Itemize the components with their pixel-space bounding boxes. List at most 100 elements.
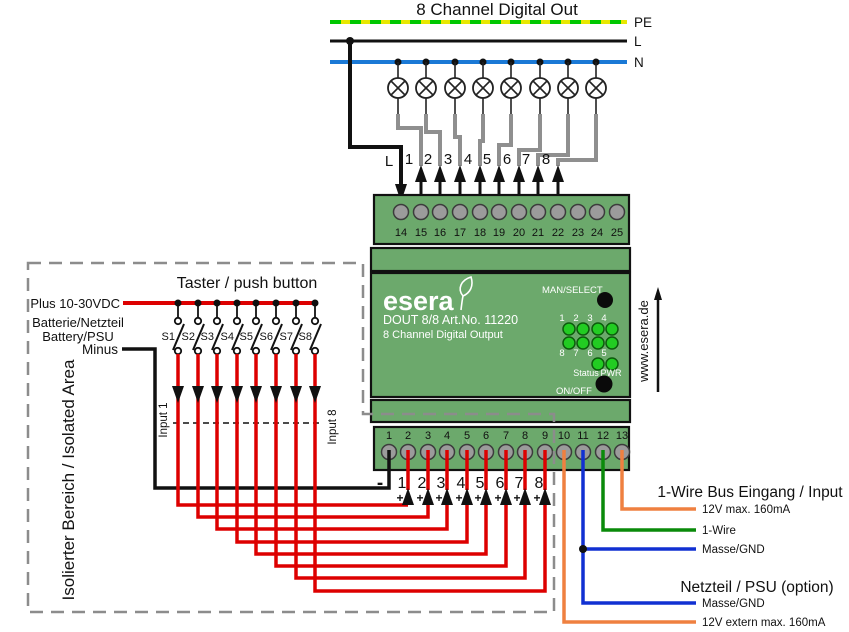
svg-text:+: + [494, 491, 501, 505]
battery-en-label: Battery/PSU [42, 329, 114, 344]
input-wire [254, 354, 488, 556]
psu-heading: Netzteil / PSU (option) [680, 579, 833, 596]
svg-text:S2: S2 [182, 331, 195, 343]
top-arrows: L 1 2 3 4 5 6 7 8 [348, 41, 564, 208]
minus-label: Minus [82, 342, 118, 357]
onewire-12v-wire [620, 450, 696, 511]
lamps [387, 58, 607, 114]
led [576, 336, 590, 350]
svg-text:9: 9 [542, 430, 548, 442]
led [576, 322, 590, 336]
svg-text:S7: S7 [280, 331, 293, 343]
output-wire [517, 114, 542, 166]
svg-text:21: 21 [532, 227, 544, 239]
input8-label: Input 8 [327, 409, 339, 444]
input-wire [196, 354, 430, 519]
led [591, 322, 605, 336]
l-label: L [634, 34, 642, 49]
svg-text:3: 3 [587, 313, 592, 324]
svg-text:12: 12 [597, 430, 609, 442]
pwr-label: PWR [601, 368, 622, 378]
lamp [557, 58, 579, 114]
switch-labels: S1 S2 S3 S4 S5 S6 S7 S8 [162, 331, 312, 343]
svg-text:2: 2 [573, 313, 578, 324]
esera-module: 14 15 16 17 18 19 20 21 22 23 24 25 eser… [369, 193, 632, 472]
svg-text:19: 19 [493, 227, 505, 239]
svg-text:S6: S6 [260, 331, 273, 343]
lamp [472, 58, 494, 114]
man-select-button [597, 292, 613, 308]
onewire-12v-label: 12V max. 160mA [702, 504, 791, 516]
gnd-junction-dot [579, 545, 587, 553]
switch [270, 299, 283, 356]
brand-logo: esera [383, 286, 455, 316]
bottom-channel-labels: - 1 2 3 4 5 6 7 8 + + + + + + + + [377, 473, 544, 505]
svg-text:8: 8 [535, 475, 544, 492]
on-off-label: ON/OFF [556, 386, 592, 397]
onewire-heading: 1-Wire Bus Eingang / Input [657, 484, 843, 501]
svg-text:+: + [513, 491, 520, 505]
svg-text:8: 8 [559, 348, 564, 359]
pe-label: PE [634, 15, 652, 30]
isolated-area: Isolierter Bereich / Isolated Area Taste… [26, 261, 556, 614]
channel-label: 3 [444, 151, 452, 168]
switch [250, 299, 263, 356]
website-note: www.esera.de [636, 287, 662, 392]
led [605, 336, 619, 350]
lamp [415, 58, 437, 114]
channel-label: 5 [483, 151, 491, 168]
diagram-title: 8 Channel Digital Out [416, 0, 578, 19]
bus-io-labels: 1-Wire Bus Eingang / Input 12V max. 160m… [657, 484, 843, 629]
svg-text:16: 16 [434, 227, 446, 239]
switch [211, 299, 224, 356]
svg-text:S5: S5 [240, 331, 253, 343]
output-wires [396, 114, 598, 166]
svg-text:22: 22 [552, 227, 564, 239]
subtitle-label: 8 Channel Digital Output [383, 329, 503, 341]
svg-text:7: 7 [503, 430, 509, 442]
input-wire [215, 354, 449, 531]
top-terminal-numbers: 14 15 16 17 18 19 20 21 22 23 24 25 [395, 227, 623, 239]
input-wires [176, 354, 547, 593]
isolated-area-label: Isolierter Bereich / Isolated Area [59, 359, 78, 601]
led [591, 336, 605, 350]
wire-direction-arrows [172, 386, 551, 505]
arrow-up-icon [654, 287, 662, 300]
arrow-down-icon [395, 184, 407, 202]
channel-label: 6 [503, 151, 511, 168]
svg-text:1: 1 [559, 313, 564, 324]
svg-text:2: 2 [405, 430, 411, 442]
led [562, 322, 576, 336]
svg-text:10: 10 [558, 430, 570, 442]
svg-text:3: 3 [437, 475, 446, 492]
svg-text:23: 23 [572, 227, 584, 239]
svg-text:17: 17 [454, 227, 466, 239]
bottom-terminal-row [380, 443, 631, 461]
psu-12v-label: 12V extern max. 160mA [702, 617, 826, 629]
output-wire [536, 114, 570, 166]
svg-text:20: 20 [513, 227, 525, 239]
input-wire [313, 354, 547, 593]
svg-text:6: 6 [496, 475, 505, 492]
svg-text:S8: S8 [299, 331, 312, 343]
output-bus: 8 Channel Digital Out PE L N [330, 0, 652, 70]
svg-text:5: 5 [464, 430, 470, 442]
svg-text:4: 4 [601, 313, 606, 324]
svg-text:1: 1 [398, 475, 407, 492]
psu-gnd-label: Masse/GND [702, 598, 765, 610]
led-numbers-bottom: 8 7 6 5 [559, 348, 606, 359]
minus-wire [122, 347, 391, 490]
svg-text:8: 8 [522, 430, 528, 442]
input1-label: Input 1 [158, 402, 170, 437]
minus-terminal-label: - [377, 473, 383, 494]
led-grid [562, 322, 619, 371]
lamp [529, 58, 551, 114]
leaf-icon [459, 276, 473, 311]
output-wire [396, 114, 423, 166]
taster-heading: Taster / push button [177, 275, 318, 292]
svg-text:S1: S1 [162, 331, 175, 343]
svg-text:6: 6 [587, 348, 592, 359]
svg-text:7: 7 [573, 348, 578, 359]
switch [172, 299, 185, 356]
